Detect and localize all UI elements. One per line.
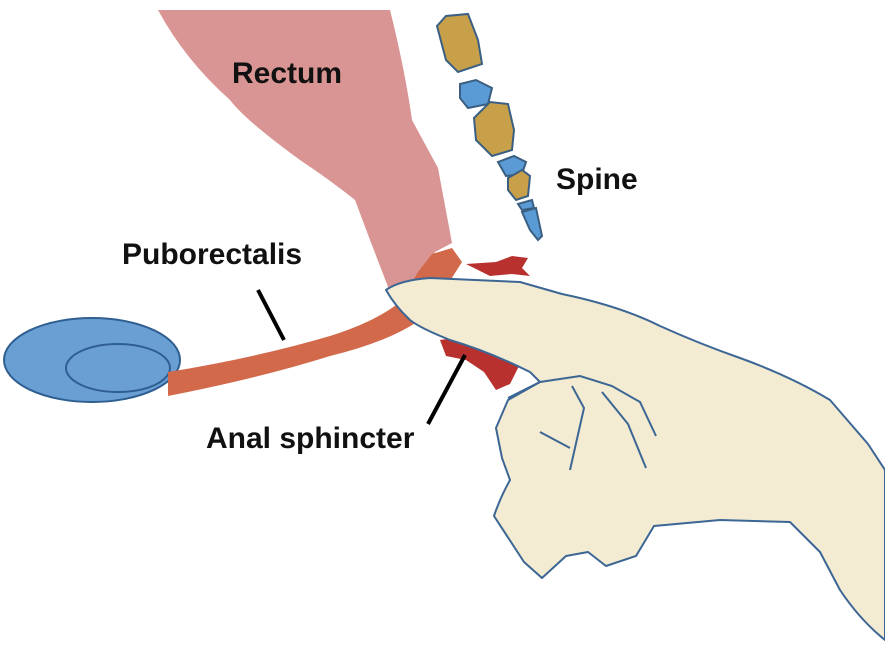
anal-sphincter-leader-line	[428, 355, 465, 424]
coccyx-tip	[522, 208, 542, 240]
vertebra	[437, 14, 482, 72]
spine-group	[437, 14, 542, 240]
puborectalis-leader-line	[258, 290, 284, 340]
anal-sphincter-upper	[466, 256, 530, 276]
rectum-label: Rectum	[232, 57, 342, 90]
vertebra	[474, 102, 514, 156]
examining-hand	[386, 278, 885, 640]
spine-label: Spine	[556, 163, 638, 196]
puborectalis-label: Puborectalis	[122, 238, 302, 271]
anal-sphincter-label: Anal sphincter	[206, 422, 415, 455]
